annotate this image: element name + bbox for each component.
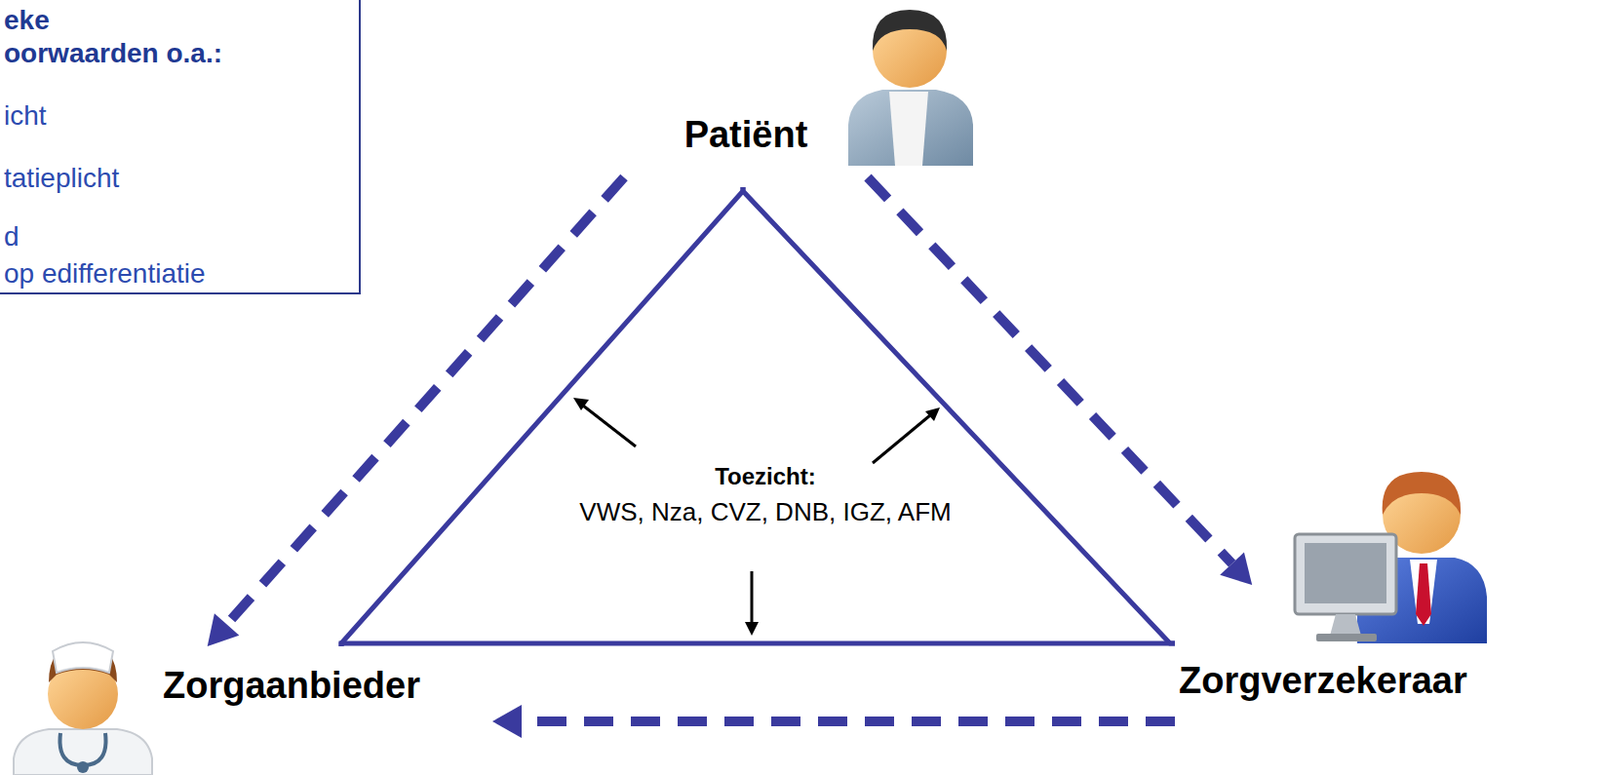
actor-label: Patiënt xyxy=(624,113,868,157)
flow-arrow xyxy=(492,704,1175,739)
condition-item: icht xyxy=(3,99,359,133)
supervisor-list: VWS, Nza, CVZ, DNB, IGZ, AFM xyxy=(458,496,1073,528)
conditions-box: eke oorwaarden o.a.: icht tatieplicht d op … xyxy=(0,0,361,295)
relation-line xyxy=(742,187,1175,644)
condition-item: tatieplicht xyxy=(3,161,359,196)
actor-node: Patiënt xyxy=(624,97,868,188)
patient-icon xyxy=(848,9,974,166)
actor-label: Zorgaanbieder xyxy=(162,663,493,707)
insurer-icon xyxy=(1294,471,1487,644)
relation-line xyxy=(341,187,743,647)
condition-item: d op edifferentiatie xyxy=(3,218,359,293)
box-heading: eke oorwaarden o.a.: xyxy=(3,3,359,71)
supervision-heading: Toezicht: xyxy=(487,462,1044,492)
actor-node: Zorgverzekeraar xyxy=(1174,585,1561,727)
actor-node: Zorgaanbieder xyxy=(160,646,493,727)
relation-line xyxy=(341,643,1175,647)
nurse-icon xyxy=(13,642,153,775)
actor-label: Zorgverzekeraar xyxy=(1178,659,1561,703)
